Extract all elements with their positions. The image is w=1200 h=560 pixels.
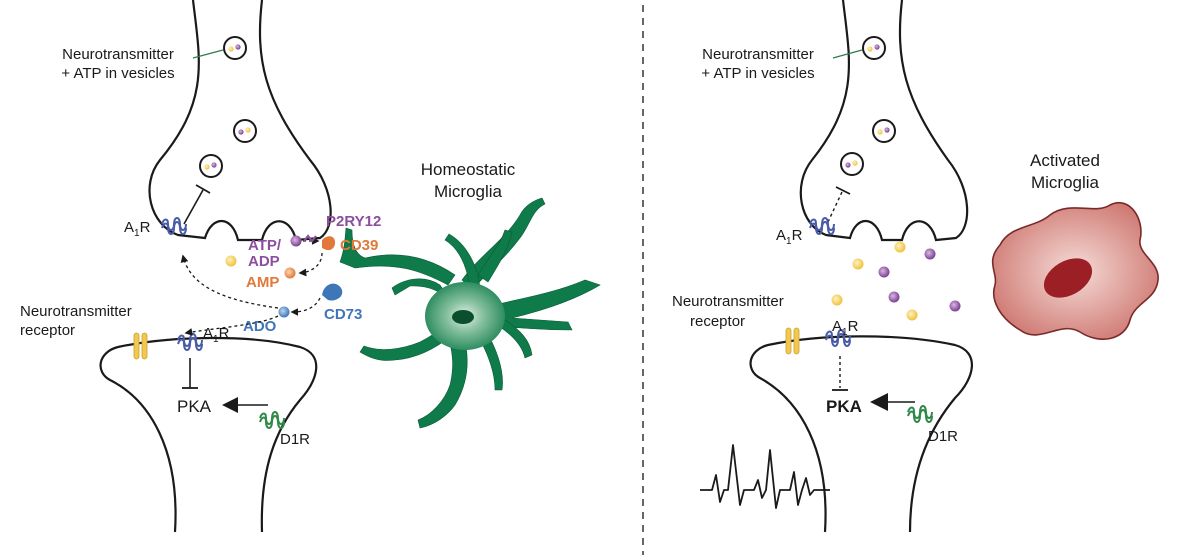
cd39-enzyme-icon <box>322 236 336 251</box>
a1r-post-label: A1R <box>832 318 859 338</box>
a1r-post-label: A1R <box>203 325 230 345</box>
cd39-to-amp-arrow <box>298 252 323 277</box>
cd39-label: CD39 <box>340 237 378 254</box>
ado-to-presynaptic-arrow <box>180 254 279 309</box>
vesicle-label-pointer <box>832 49 863 59</box>
d1r-receptor-icon <box>907 405 933 423</box>
receptor-label-line2: receptor <box>690 313 745 330</box>
d1r-pka-arrowhead <box>222 397 238 413</box>
presynaptic-terminal <box>799 0 969 242</box>
p2ry12-receptor-icon <box>303 234 317 243</box>
atp-adp-label-line2: ADP <box>248 253 280 270</box>
ado-label: ADO <box>243 318 277 335</box>
left-panel: Neurotransmitter + ATP in vesicles A1R N… <box>20 0 601 533</box>
microglia-nucleus <box>452 310 474 324</box>
atp-dot <box>290 235 302 247</box>
right-panel: Neurotransmitter + ATP in vesicles A1R N… <box>672 0 1159 533</box>
a1r-pre-label: A1R <box>124 219 151 239</box>
weak-inhibition-line <box>827 191 843 223</box>
extracellular-atp-dot <box>906 309 918 321</box>
cd73-to-ado-arrow <box>290 297 321 316</box>
vesicle-label-line2: + ATP in vesicles <box>701 65 814 82</box>
ado-to-a1r-arrow <box>184 315 279 336</box>
amp-dot <box>284 267 296 279</box>
extracellular-atp-dot <box>852 258 864 270</box>
pka-label: PKA <box>177 397 212 416</box>
p2ry12-label: P2RY12 <box>326 213 381 230</box>
d1r-label: D1R <box>928 428 958 445</box>
cd73-label: CD73 <box>324 306 362 323</box>
extracellular-atp-dot <box>894 241 906 253</box>
activated-microglia <box>991 202 1159 340</box>
nt-receptor-bar <box>133 332 140 360</box>
vesicle <box>199 154 223 178</box>
inhibition-bar <box>195 184 211 194</box>
nt-receptor-bar <box>141 332 148 360</box>
ado-dot <box>278 306 290 318</box>
vesicle-label-line1: Neurotransmitter <box>62 46 174 63</box>
nt-receptor-bar <box>785 327 792 355</box>
postsynaptic-terminal <box>749 335 973 533</box>
a1r-pre-label: A1R <box>776 227 803 247</box>
weak-inhibition-bar <box>835 186 851 195</box>
vesicle <box>840 152 864 176</box>
microglia-title-line1: Activated <box>1030 151 1100 170</box>
receptor-label-line1: Neurotransmitter <box>672 293 784 310</box>
microglia-nucleus <box>1043 258 1093 298</box>
extracellular-atp-dot <box>888 291 900 303</box>
d1r-label: D1R <box>280 431 310 448</box>
inhibition-line <box>183 189 204 225</box>
microglia-title-line2: Microglia <box>1031 173 1100 192</box>
d1r-pka-arrowhead <box>870 393 888 411</box>
extracellular-atp-dot <box>924 248 936 260</box>
extracellular-atp-dot <box>831 294 843 306</box>
action-potential-trace-icon <box>700 444 830 509</box>
homeostatic-microglia <box>339 197 601 429</box>
free-atp-dot <box>225 255 237 267</box>
vesicle <box>233 119 257 143</box>
nt-receptor-bar <box>793 327 800 355</box>
microglia-title-line2: Microglia <box>434 182 503 201</box>
microglia-title-line1: Homeostatic <box>421 160 516 179</box>
vesicle-label-line2: + ATP in vesicles <box>61 65 174 82</box>
vesicle <box>862 36 886 60</box>
vesicle <box>872 119 896 143</box>
presynaptic-terminal <box>148 0 332 242</box>
vesicle <box>223 36 247 60</box>
extracellular-atp-dot <box>878 266 890 278</box>
vesicle-label-pointer <box>192 49 224 59</box>
a1r-post-receptor-icon <box>177 333 203 351</box>
postsynaptic-terminal <box>99 336 318 533</box>
cd73-enzyme-icon <box>322 283 343 301</box>
vesicle-label-line1: Neurotransmitter <box>702 46 814 63</box>
amp-label: AMP <box>246 274 279 291</box>
d1r-receptor-icon <box>259 411 285 429</box>
receptor-label-line1: Neurotransmitter <box>20 303 132 320</box>
receptor-label-line2: receptor <box>20 322 75 339</box>
atp-adp-label-line1: ATP/ <box>248 237 282 254</box>
pka-label: PKA <box>826 397 862 416</box>
extracellular-atp-dot <box>949 300 961 312</box>
a1r-pre-receptor-icon <box>161 217 187 235</box>
